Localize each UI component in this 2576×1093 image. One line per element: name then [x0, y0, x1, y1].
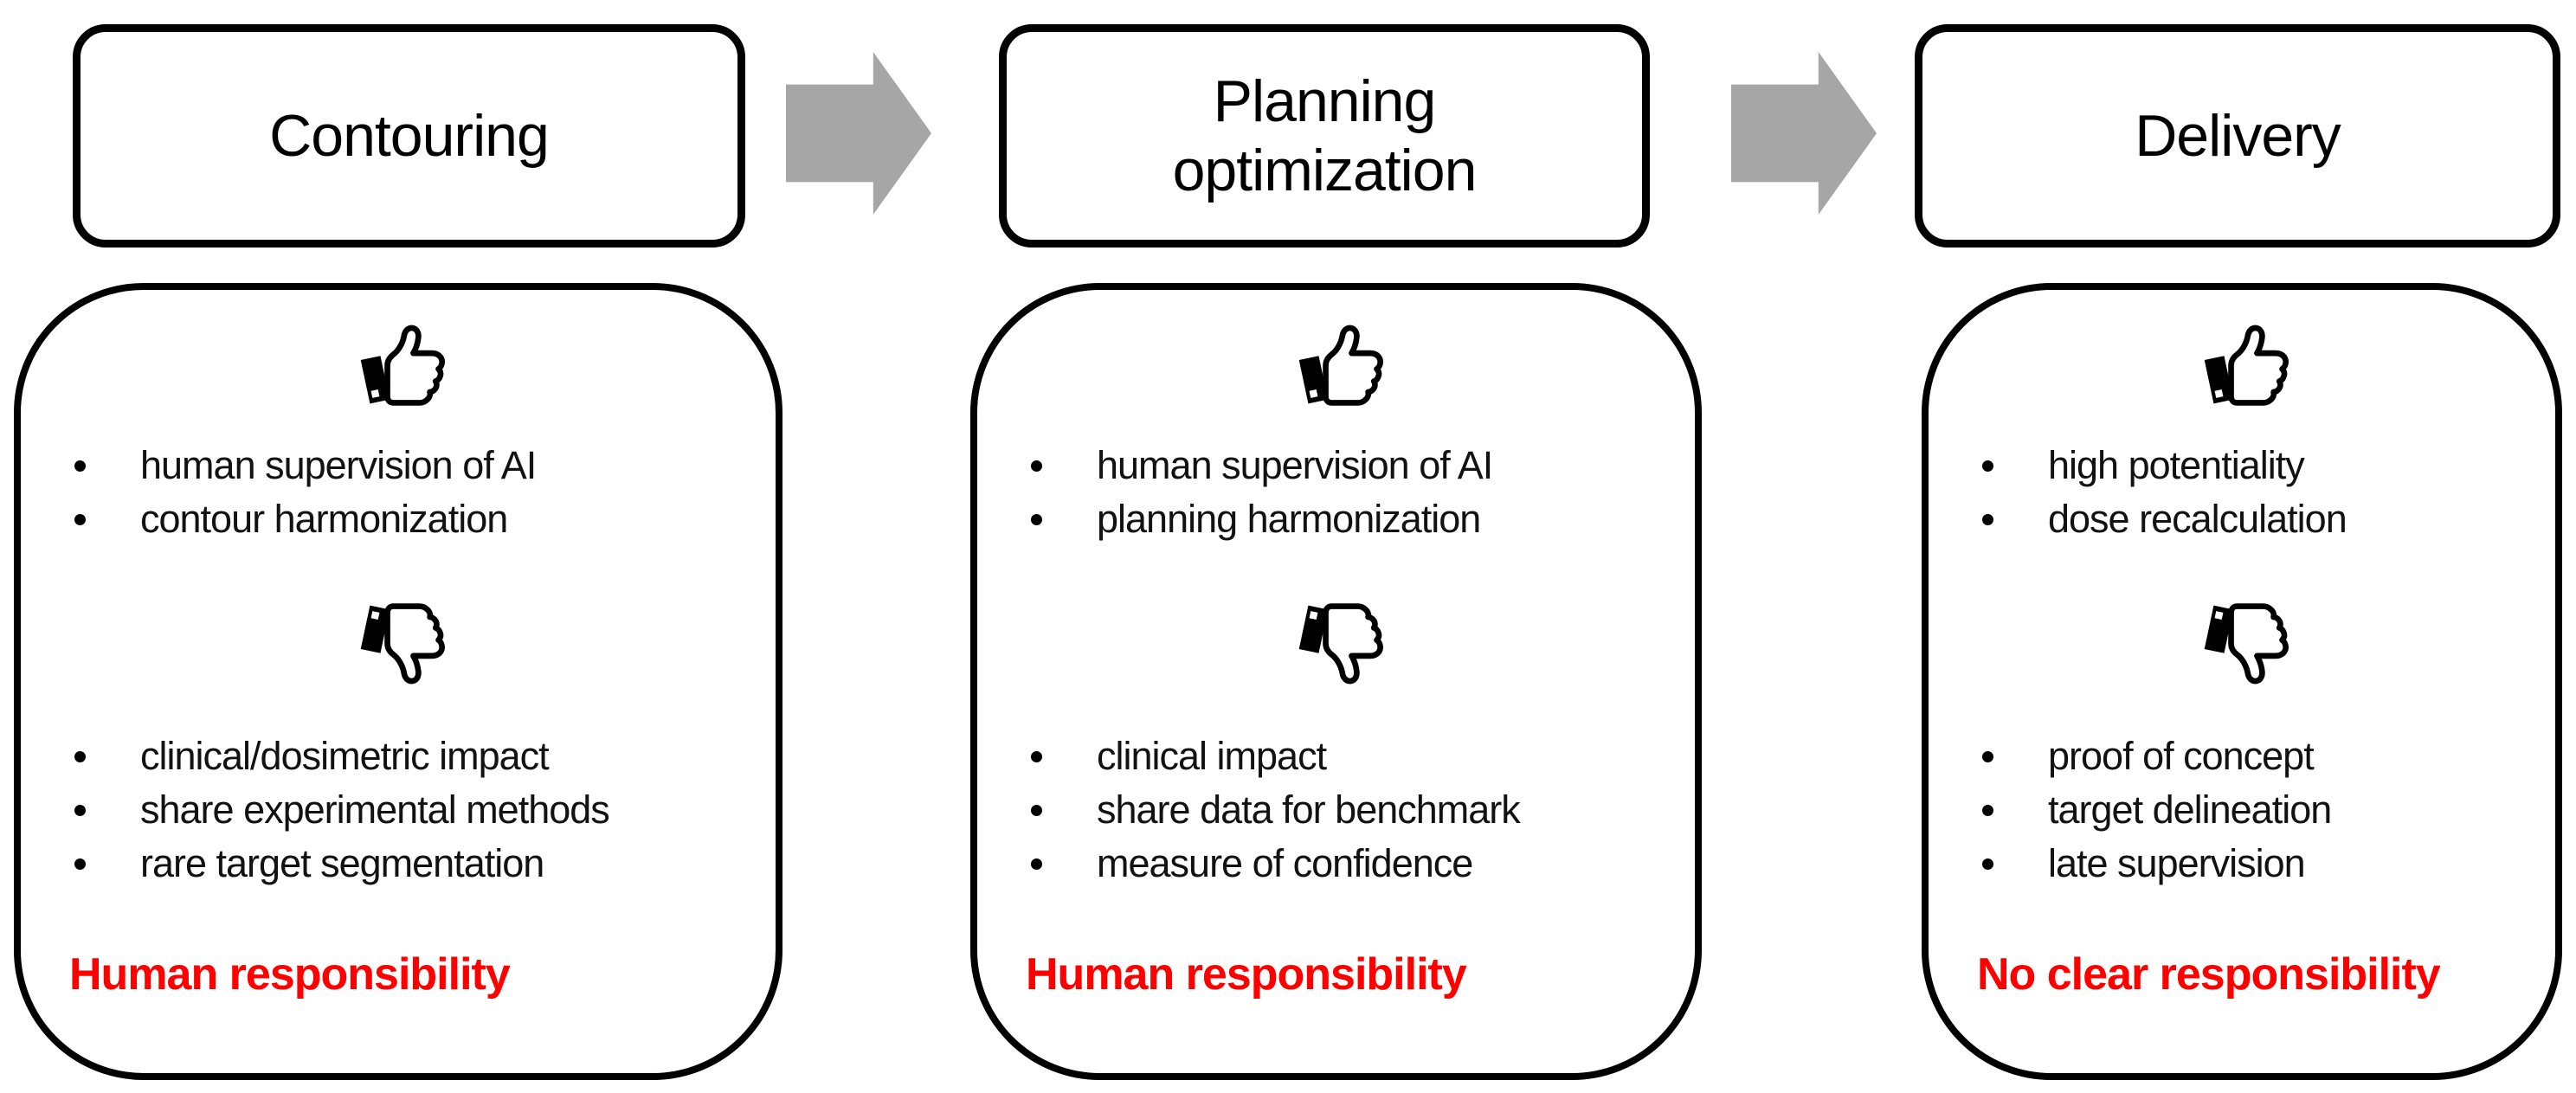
right-arrow-icon: [1731, 52, 1877, 215]
stage-details-box-delivery: high potentiality dose recalculation pro…: [1922, 283, 2562, 1080]
thumbs-down-icon: [2204, 603, 2289, 685]
thumbs-up-icon: [360, 325, 445, 406]
cons-item: late supervision: [1979, 837, 2538, 890]
cons-item: proof of concept: [1979, 730, 2538, 783]
cons-item: share experimental methods: [71, 783, 758, 837]
right-arrow-icon: [786, 52, 931, 215]
stage-title: Planning optimization: [1172, 68, 1478, 203]
cons-list: clinical/dosimetric impact share experim…: [21, 730, 776, 890]
pros-item: human supervision of AI: [71, 439, 758, 492]
stage-header-box-delivery: Delivery: [1915, 24, 2560, 248]
pros-item: contour harmonization: [71, 492, 758, 546]
cons-item: rare target segmentation: [71, 837, 758, 890]
cons-item: clinical impact: [1027, 730, 1678, 783]
responsibility-label: No clear responsibility: [1977, 949, 2441, 1000]
pros-list: human supervision of AI contour harmoniz…: [21, 439, 776, 546]
pros-item: high potentiality: [1979, 439, 2538, 492]
pros-item: dose recalculation: [1979, 492, 2538, 546]
stage-details-content: human supervision of AI planning harmoni…: [977, 290, 1695, 1073]
pros-list: human supervision of AI planning harmoni…: [977, 439, 1695, 546]
stage-header-box-contouring: Contouring: [73, 24, 745, 248]
cons-list: proof of concept target delineation late…: [1929, 730, 2555, 890]
thumbs-up-icon: [1298, 325, 1383, 406]
cons-item: target delineation: [1979, 783, 2538, 837]
cons-item: share data for benchmark: [1027, 783, 1678, 837]
thumbs-up-icon: [2204, 325, 2289, 406]
responsibility-label: Human responsibility: [69, 949, 511, 1000]
stage-details-box-planning-optimization: human supervision of AI planning harmoni…: [970, 283, 1702, 1080]
responsibility-label: Human responsibility: [1026, 949, 1467, 1000]
thumbs-down-icon: [360, 603, 445, 685]
stage-title: Delivery: [2135, 103, 2341, 169]
stage-details-content: human supervision of AI contour harmoniz…: [21, 290, 776, 1073]
stage-details-content: high potentiality dose recalculation pro…: [1929, 290, 2555, 1073]
cons-item: measure of confidence: [1027, 837, 1678, 890]
thumbs-down-icon: [1298, 603, 1383, 685]
stage-details-box-contouring: human supervision of AI contour harmoniz…: [14, 283, 782, 1080]
cons-list: clinical impact share data for benchmark…: [977, 730, 1695, 890]
cons-item: clinical/dosimetric impact: [71, 730, 758, 783]
stage-header-box-planning-optimization: Planning optimization: [999, 24, 1650, 248]
stage-title: Contouring: [269, 103, 550, 169]
pros-item: planning harmonization: [1027, 492, 1678, 546]
pros-item: human supervision of AI: [1027, 439, 1678, 492]
pros-list: high potentiality dose recalculation: [1929, 439, 2555, 546]
